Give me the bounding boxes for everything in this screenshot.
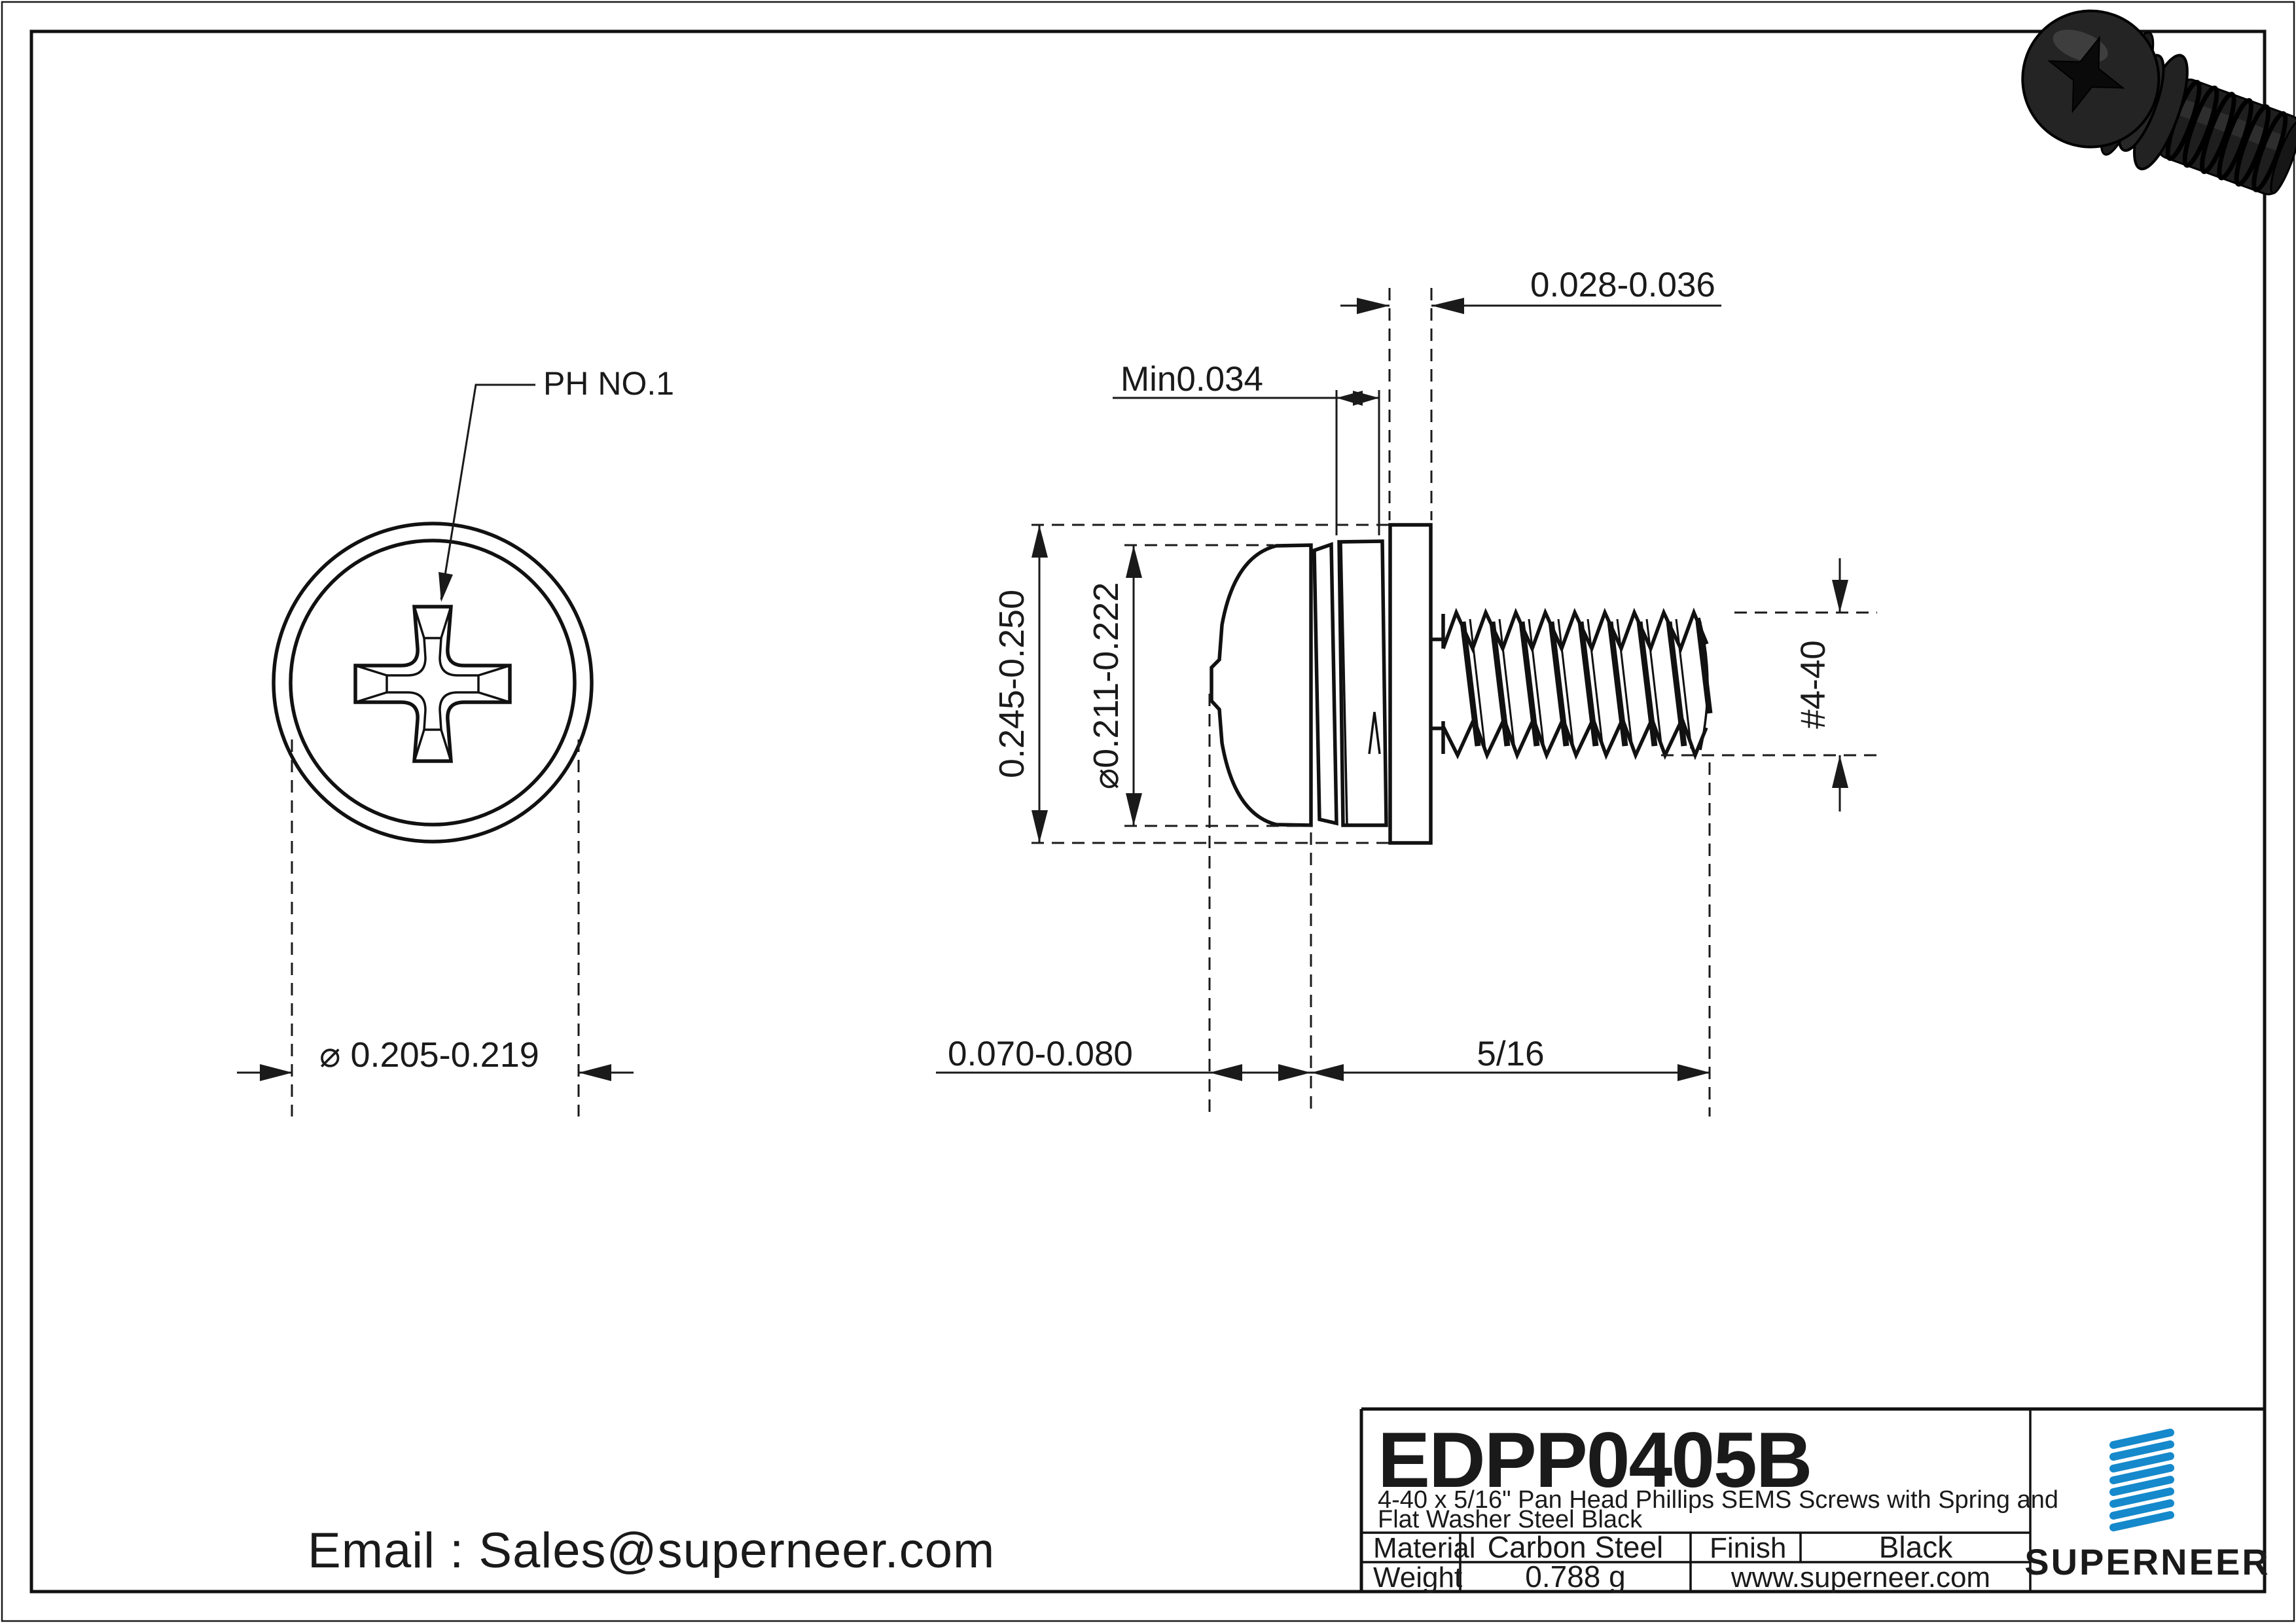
dimension-washer-od: 0.245-0.250 (992, 524, 1389, 844)
website-link[interactable]: www.superneer.com (1731, 1561, 1990, 1594)
spring-washer-split (1368, 711, 1381, 755)
description-line-1: 4-40 x 5/16" Pan Head Phillips SEMS Scre… (1378, 1486, 2058, 1514)
thread-flanks-thin (1469, 618, 1693, 749)
brand-logo (2109, 1429, 2174, 1531)
brand-name: SUPERNEER (2024, 1541, 2270, 1582)
shaft-tip-3d (2270, 120, 2296, 194)
part-number: EDPP0405B (1378, 1416, 1811, 1504)
callout-label: PH NO.1 (543, 365, 674, 402)
spring-washer-profile (1312, 539, 1388, 827)
phillips-inner-cross (386, 637, 480, 731)
dim-text-thread-spec: #4-40 (1794, 640, 1833, 729)
dim-text-head-diameter: ⌀ 0.205-0.219 (319, 1035, 539, 1075)
dim-text-head-od: ⌀0.211-0.222 (1086, 582, 1126, 790)
phillips-outer-cross (353, 605, 512, 763)
dimension-spring-washer: Min0.034 (1113, 360, 1380, 535)
weight-value: 0.788 g (1525, 1560, 1625, 1594)
flat-washer-outline-front (272, 522, 594, 844)
dimension-head-od: ⌀0.211-0.222 (1086, 544, 1312, 827)
dimension-thread-spec: #4-40 (1661, 558, 1877, 812)
dim-text-head-height: 0.070-0.080 (948, 1035, 1133, 1073)
thread-top-crests (1441, 607, 1709, 654)
inner-border (29, 29, 2267, 1594)
finish-value: Black (1879, 1530, 1953, 1564)
callout-ph-no1: PH NO.1 (439, 365, 674, 602)
finish-label: Finish (1710, 1532, 1786, 1564)
email-text: Email : Sales@superneer.com (308, 1523, 995, 1578)
spring-washer-blade-main (1337, 539, 1388, 827)
leader-arrowhead (439, 572, 453, 602)
flat-washer-profile (1388, 523, 1433, 845)
thread-ribs-3d (2165, 80, 2288, 192)
material-label: Material (1373, 1532, 1476, 1564)
dim-text-washer-od: 0.245-0.250 (992, 590, 1031, 778)
screw-3d-render (2021, 9, 2296, 196)
head-outline-front (289, 539, 577, 827)
thread-flanks-thick (1460, 621, 1713, 747)
phillips-recess-3d (2047, 35, 2125, 114)
description-line-2: Flat Washer Steel Black (1378, 1506, 1643, 1533)
dim-text-flat-washer: 0.028-0.036 (1530, 266, 1715, 304)
dimension-flat-washer: 0.028-0.036 (1340, 266, 1721, 520)
phillips-recess-front (353, 605, 512, 763)
dimension-head-diameter-front: ⌀ 0.205-0.219 (237, 740, 634, 1116)
dimension-head-height-and-length: 0.070-0.080 5/16 (936, 694, 1711, 1116)
title-block-grid (1359, 1407, 2265, 1592)
side-view: 0.245-0.250 ⌀0.211-0.222 Min0.034 (936, 266, 1877, 1116)
thread-profile (1441, 607, 1713, 760)
material-value: Carbon Steel (1488, 1530, 1664, 1564)
front-view: PH NO.1 ⌀ 0.205-0.219 (237, 365, 674, 1116)
thread-end-cap (1698, 617, 1709, 751)
spring-washer-blade-left (1312, 542, 1338, 826)
dim-text-spring-washer: Min0.034 (1121, 360, 1263, 399)
title-block: EDPP0405B 4-40 x 5/16" Pan Head Phillips… (1359, 1407, 2270, 1594)
phillips-tip-chamfers (355, 606, 511, 762)
dim-text-thread-length: 5/16 (1477, 1035, 1544, 1073)
weight-label: Weight (1373, 1561, 1462, 1594)
spring-washer-coil-edge (1340, 543, 1348, 825)
pan-head-profile (1210, 543, 1313, 827)
